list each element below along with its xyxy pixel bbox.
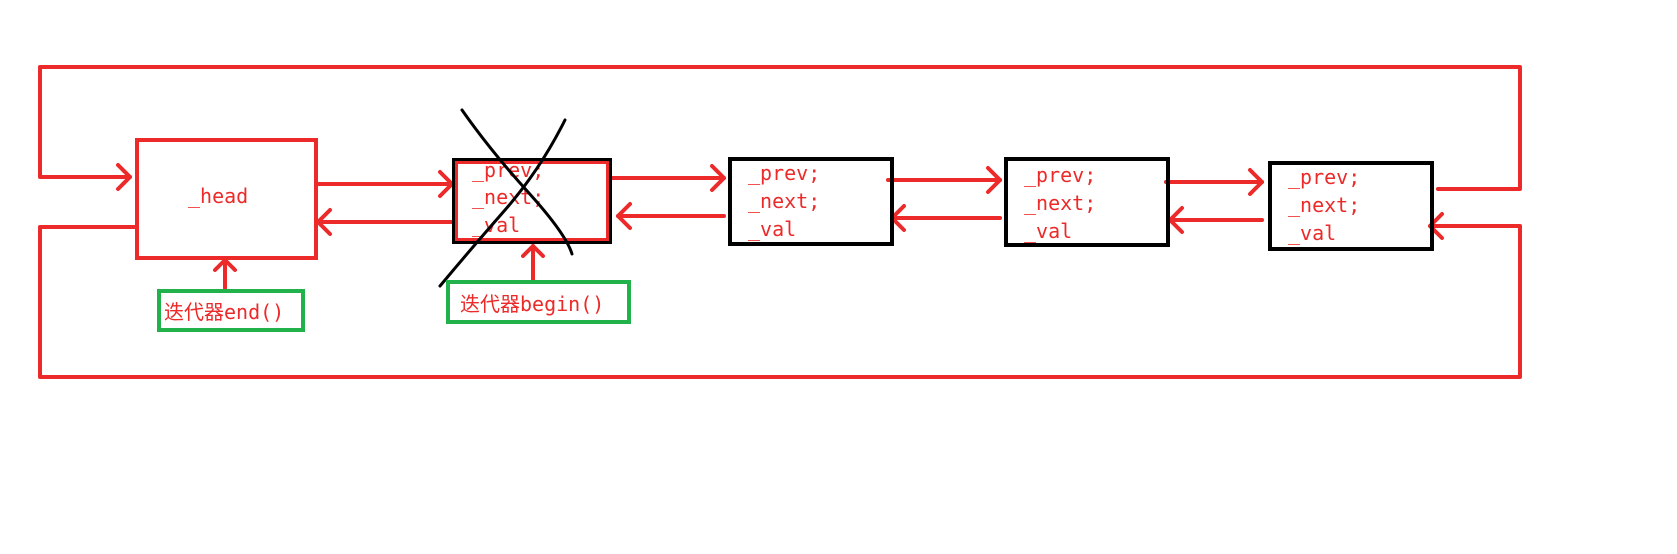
link-node2-to-node3-arrowhead [986, 166, 1002, 194]
node-1-prev: _prev; [472, 158, 545, 182]
end-iterator-arrowhead [213, 258, 237, 272]
node-4 [1268, 161, 1434, 251]
node-3-next: _next; [1024, 191, 1097, 215]
link-node1-to-head-arrowhead [316, 208, 332, 236]
head-node [135, 138, 318, 260]
link-node4-to-node3-arrowhead [1168, 206, 1184, 234]
loop-top-line [38, 65, 1522, 191]
begin-iterator-label: 迭代器begin() [460, 292, 605, 316]
node-1-next: _next; [472, 185, 545, 209]
node-3 [1004, 157, 1170, 247]
loop-top-arrowhead [116, 163, 132, 191]
begin-iterator-box [446, 280, 631, 324]
link-node3-to-node4-arrowhead [1248, 168, 1264, 196]
node-2 [728, 157, 894, 246]
node-4-next: _next; [1288, 193, 1361, 217]
loop-bottom-line [38, 224, 1522, 379]
node-3-prev: _prev; [1024, 163, 1097, 187]
head-label: _head [188, 184, 249, 208]
node-3-val: _val [1024, 219, 1073, 243]
end-iterator-label: 迭代器end() [164, 300, 285, 324]
node-2-next: _next; [748, 189, 821, 213]
node-2-prev: _prev; [748, 161, 821, 185]
node-2-val: _val [748, 217, 797, 241]
node-1-val: _val [472, 213, 521, 237]
node-4-val: _val [1288, 221, 1337, 245]
link-node2-to-node1-arrowhead [616, 202, 632, 230]
link-node1-to-node2-arrowhead [710, 164, 726, 192]
node-4-prev: _prev; [1288, 165, 1361, 189]
end-iterator-box [157, 289, 305, 332]
